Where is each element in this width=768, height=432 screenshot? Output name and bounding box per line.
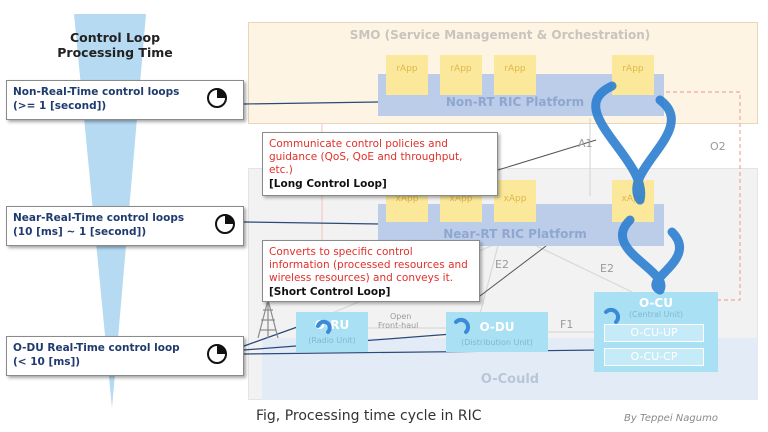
short-loop-text-2: information (processed resources and <box>269 259 468 271</box>
a1-interface-label: A1 <box>578 137 593 150</box>
loop-nearrt-box: Near-Real-Time control loops (10 [ms] ~ … <box>6 206 244 246</box>
long-loop-callout: Communicate control policies and guidanc… <box>262 132 498 196</box>
long-loop-text-2: guidance (QoS, QoE and throughput, <box>269 151 463 163</box>
loop-odu-title: O-DU Real-Time control loop <box>13 342 180 354</box>
loop-nearrt-range: (10 [ms] ~ 1 [second]) <box>13 226 147 238</box>
rapp-3: rApp <box>494 55 536 95</box>
odu-label: O-DU <box>479 320 515 334</box>
long-loop-label: [Long Control Loop] <box>269 178 387 190</box>
short-loop-text-1: Converts to specific control <box>269 246 413 258</box>
clock-icon <box>207 344 227 364</box>
short-loop-callout: Converts to specific control information… <box>262 240 480 302</box>
long-loop-text-3: etc.) <box>269 164 293 176</box>
f1-interface-label: F1 <box>560 318 574 331</box>
o2-interface-label: O2 <box>710 140 726 153</box>
loop-nonrt-range: (>= 1 [second]) <box>13 100 107 112</box>
loop-odu-box: O-DU Real-Time control loop (< 10 [ms]) <box>6 336 244 376</box>
heading-line1: Control Loop <box>69 30 161 45</box>
ocu-up-box <box>604 324 704 342</box>
rapp-4: rApp <box>612 55 654 95</box>
cycle-arrow-icon <box>316 307 621 334</box>
e2-link-2 <box>519 237 633 293</box>
loop-nonrt-title: Non-Real-Time control loops <box>13 86 180 98</box>
smo-title: SMO (Service Management & Orchestration) <box>349 28 651 42</box>
antenna-tower-icon <box>257 298 279 339</box>
e2-left-interface-label: E2 <box>495 258 509 271</box>
fronthaul-label-1: Open <box>390 312 412 321</box>
nonrt-ric-platform-label: Non-RT RIC Platform <box>445 95 585 109</box>
cycle-arrow-icon <box>591 81 676 205</box>
nearrt-ric-platform-label: Near-RT RIC Platform <box>443 227 587 241</box>
heading-line2: Processing Time <box>57 45 173 60</box>
author-credit: By Teppei Nagumo <box>624 413 718 424</box>
cycle-arrow-icon <box>618 215 684 295</box>
ocu-cp-box <box>604 348 704 366</box>
loop-nearrt-title: Near-Real-Time control loops <box>13 212 185 224</box>
ocu-up-label: O-CU-UP <box>630 326 678 339</box>
fronthaul-label-2: Front-haul <box>378 321 419 330</box>
clock-icon <box>207 88 227 108</box>
callout-short-pointer <box>479 245 547 297</box>
odu-sub-label: (Distribution Unit) <box>461 338 533 347</box>
oru-node <box>296 312 368 352</box>
cloud-label: O-Could <box>480 372 540 387</box>
short-loop-label: [Short Control Loop] <box>269 286 391 298</box>
rapp-2: rApp <box>440 55 482 95</box>
ocu-label: O-CU <box>639 296 673 310</box>
ocu-sub-label: (Central Unit) <box>628 310 684 319</box>
figure-caption: Fig, Processing time cycle in RIC <box>256 408 482 424</box>
loop-odu-range: (< 10 [ms]) <box>13 356 81 368</box>
oru-sub-label: (Radio Unit) <box>308 336 356 345</box>
pointer-odu-1 <box>243 325 301 347</box>
callout-long-pointer <box>497 139 597 171</box>
pointer-nearrt <box>243 221 381 225</box>
long-loop-text-1: Communicate control policies and <box>269 138 448 150</box>
ocu-cp-label: O-CU-CP <box>630 350 678 363</box>
loop-nonrt-box: Non-Real-Time control loops (>= 1 [secon… <box>6 80 244 120</box>
e2-link-1 <box>479 237 501 315</box>
rapp-1: rApp <box>386 55 428 95</box>
pointer-nonrt <box>243 101 379 105</box>
short-loop-text-3: wireless resources) and conveys it. <box>269 272 454 284</box>
o2-link <box>596 91 741 301</box>
e2-right-interface-label: E2 <box>600 262 614 275</box>
clock-icon <box>215 214 235 234</box>
xapp-3: xApp <box>494 180 536 222</box>
